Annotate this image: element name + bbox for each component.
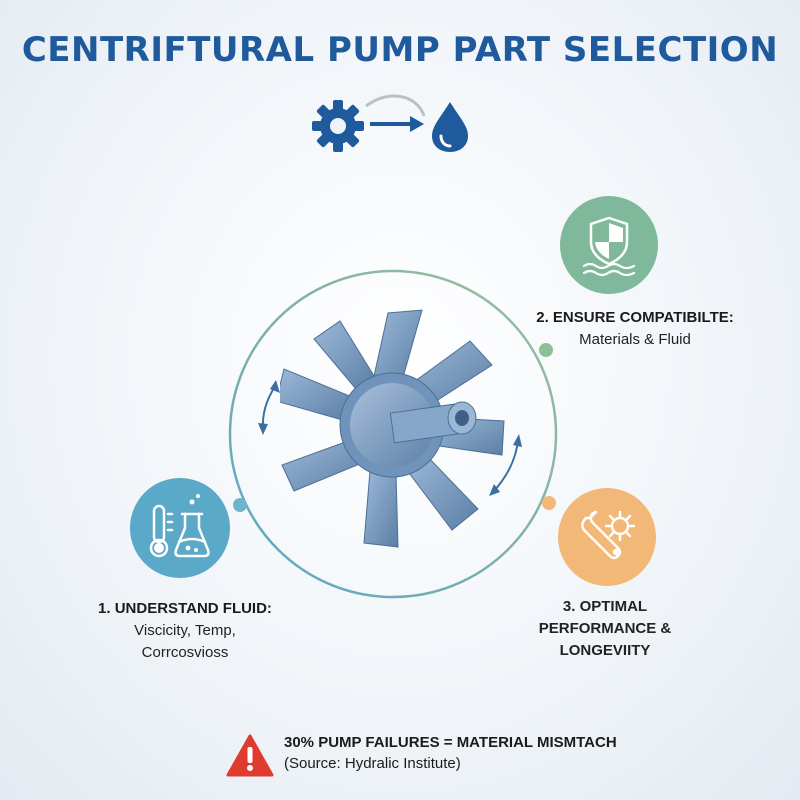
warning-main: 30% PUMP FAILURES = MATERIAL MISMTACH (284, 734, 617, 751)
step3-line2: PERFORMANCE & (538, 620, 672, 637)
page-title: CENTRIFTURAL PUMP PART SELECTION (21, 30, 779, 70)
step2-text: 2. ENSURE COMPATIBILTE: Materials & Flui… (520, 307, 750, 351)
step2-line2: Materials & Fluid (579, 331, 691, 348)
thermometer-flask-icon (149, 494, 210, 558)
warning-triangle-icon (226, 734, 274, 777)
warning-callout: 30% PUMP FAILURES = MATERIAL MISMTACH (S… (226, 730, 646, 780)
gear-icon (312, 100, 364, 152)
arrow-right-icon (370, 116, 424, 132)
cycle-arc (365, 94, 426, 117)
step2-title: 2. ENSURE COMPATIBILTE: (536, 309, 734, 326)
step3-icon-badge (558, 488, 656, 586)
rotation-arrow-left (261, 384, 277, 431)
step3-text: 3. OPTIMAL PERFORMANCE & LONGEVIITY (520, 596, 690, 662)
step3-line1: 3. OPTIMAL (562, 598, 648, 615)
wrench-gear-icon (581, 510, 636, 560)
step2-icon-badge (560, 196, 658, 294)
step1-line3: Corrcosvioss (141, 644, 229, 661)
impeller-illustration (280, 309, 505, 548)
shield-waves-icon (582, 216, 636, 277)
step1-title: 1. UNDERSTAND FLUID: (98, 600, 272, 617)
step1-text: 1. UNDERSTAND FLUID: Viscicity, Temp, Co… (80, 598, 290, 664)
warning-text: 30% PUMP FAILURES = MATERIAL MISMTACH (S… (284, 732, 617, 774)
ring-node-step2 (539, 343, 553, 357)
header-process-icons (312, 94, 468, 152)
water-drop-icon (432, 102, 468, 152)
step3-line3: LONGEVIITY (559, 642, 651, 659)
ring-node-step3 (542, 496, 556, 510)
step1-icon-badge (130, 478, 230, 578)
warning-source: (Source: Hydralic Institute) (284, 755, 461, 772)
step1-line2: Viscicity, Temp, (134, 622, 236, 639)
ring-node-step1 (233, 498, 247, 512)
